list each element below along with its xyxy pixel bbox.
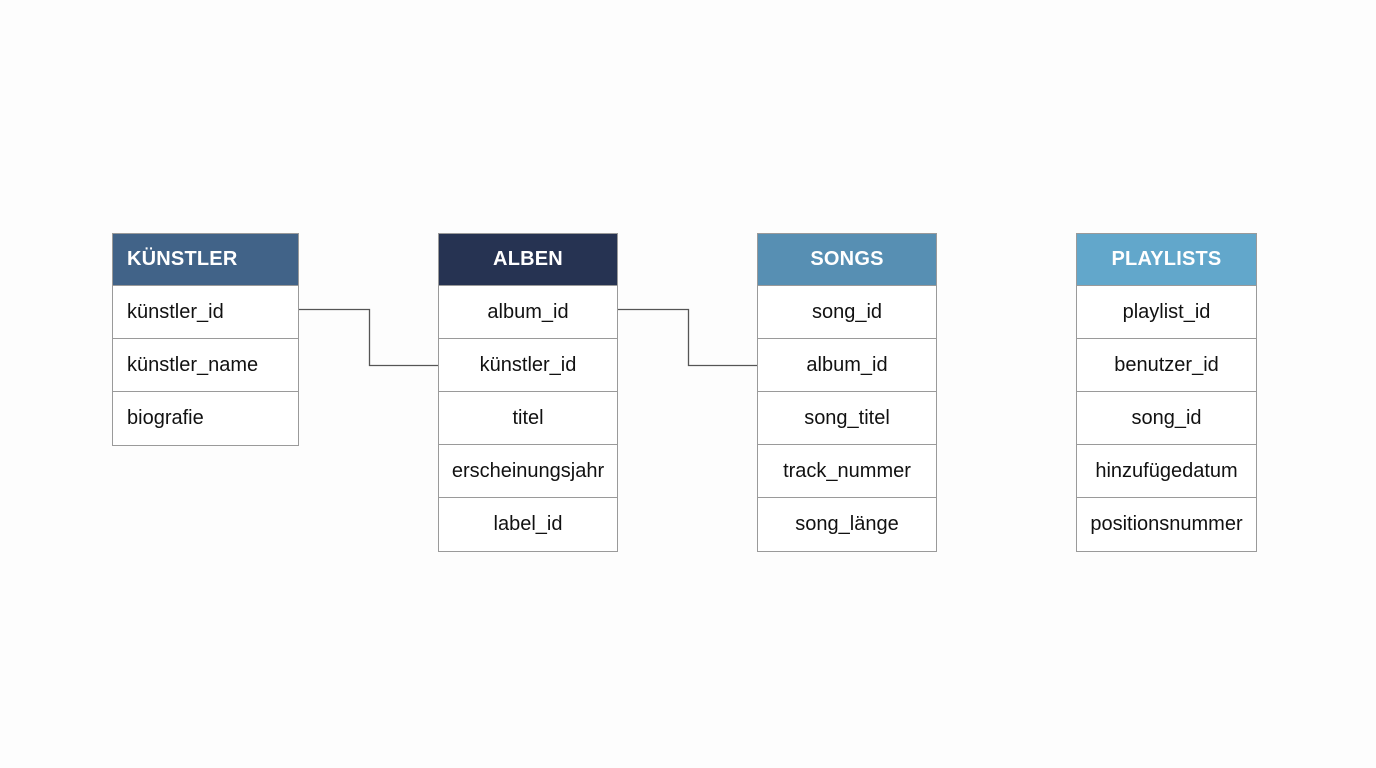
field-label-id: label_id: [493, 513, 563, 535]
field-kuenstler-id: künstler_id: [439, 339, 617, 392]
field-erscheinungsjahr: erscheinungsjahr: [439, 445, 617, 498]
field-hinzufuegedatum: hinzufügedatum: [1077, 445, 1256, 498]
field-kuenstler-name: künstler_name: [113, 339, 298, 392]
relation-alben-songs: [618, 308, 757, 367]
field-album-id: album_id: [758, 339, 936, 392]
field-kuenstler-id: künstler_id: [113, 286, 298, 339]
field-song-titel: song_titel: [758, 392, 936, 445]
field-playlist-id: playlist_id: [1077, 286, 1256, 339]
field-benutzer-id: benutzer_id: [1077, 339, 1256, 392]
field-album-id: album_id: [439, 286, 617, 339]
entity-header-playlists: PLAYLISTS: [1077, 234, 1256, 286]
field-song-id: song_id: [1077, 392, 1256, 445]
entity-header-songs: SONGS: [758, 234, 936, 286]
entity-songs: SONGS song_id album_id song_titel track_…: [757, 233, 937, 552]
field-titel: titel: [439, 392, 617, 445]
field-biografie: biografie: [127, 407, 204, 429]
field-song-id: song_id: [758, 286, 936, 339]
field-song-laenge: song_länge: [795, 513, 899, 535]
field-positionsnummer: positionsnummer: [1090, 513, 1243, 535]
entity-playlists: PLAYLISTS playlist_id benutzer_id song_i…: [1076, 233, 1257, 552]
entity-alben: ALBEN album_id künstler_id titel erschei…: [438, 233, 618, 552]
entity-header-alben: ALBEN: [439, 234, 617, 286]
relation-kuenstler-alben: [299, 308, 438, 367]
field-track-nummer: track_nummer: [758, 445, 936, 498]
entity-kuenstler: KÜNSTLER künstler_id künstler_name biogr…: [112, 233, 299, 446]
entity-header-kuenstler: KÜNSTLER: [113, 234, 298, 286]
